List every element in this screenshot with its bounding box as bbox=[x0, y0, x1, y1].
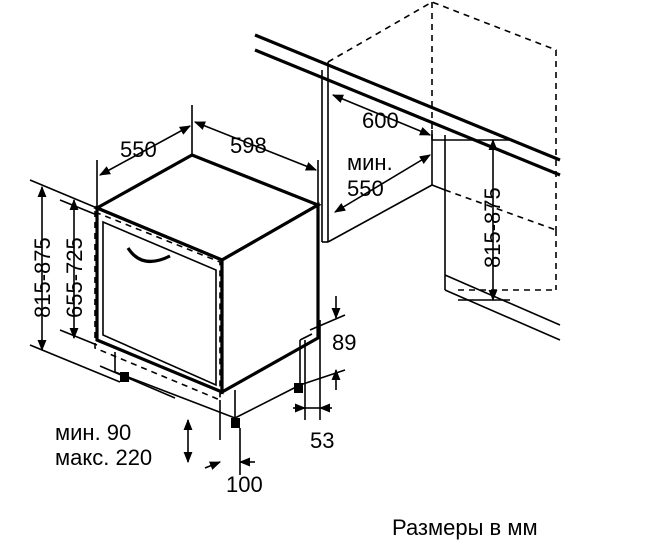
label-600-niche-width: 600 bbox=[362, 108, 399, 133]
label-min-550-value: 550 bbox=[347, 176, 384, 201]
label-550-depth: 550 bbox=[120, 137, 157, 162]
label-min-prefix: мин. bbox=[347, 150, 393, 175]
label-815-875-right: 815-875 bbox=[480, 187, 505, 268]
label-89: 89 bbox=[332, 330, 356, 355]
label-815-875-left: 815-875 bbox=[30, 237, 55, 318]
label-max-220: макс. 220 bbox=[55, 445, 152, 470]
label-53: 53 bbox=[310, 428, 334, 453]
caption-dimensions-in-mm: Размеры в мм bbox=[392, 515, 538, 540]
dishwasher-body bbox=[93, 153, 322, 428]
label-598-width: 598 bbox=[230, 133, 267, 158]
label-100: 100 bbox=[226, 472, 263, 497]
label-655-725: 655-725 bbox=[62, 237, 87, 318]
dimension-arrows bbox=[37, 94, 498, 470]
label-min-90: мин. 90 bbox=[55, 420, 131, 445]
